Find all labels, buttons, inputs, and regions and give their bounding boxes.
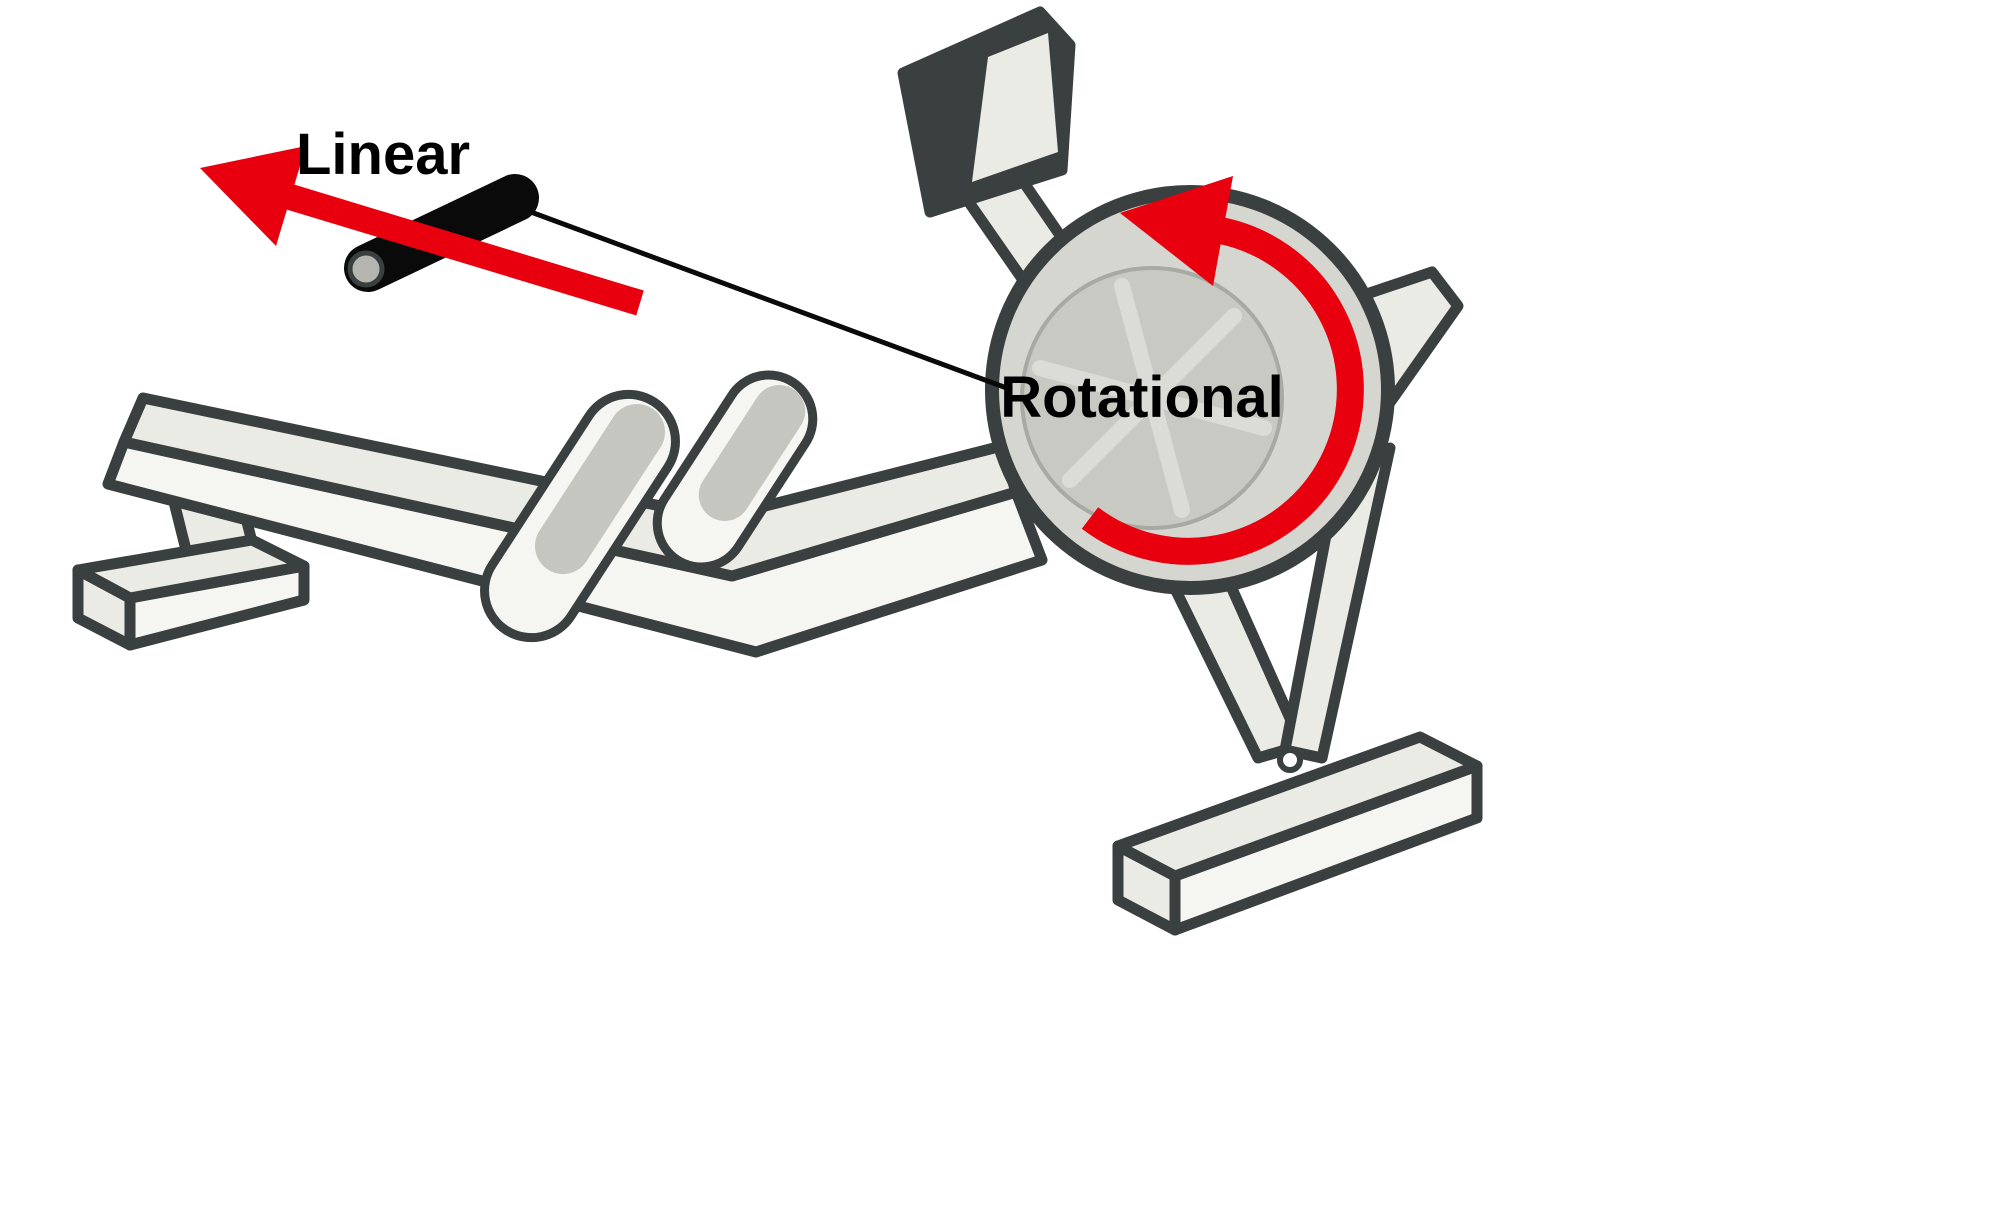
bolt-hole: [1277, 747, 1303, 773]
linear-label: Linear: [296, 122, 470, 187]
right-pedal-pad: [698, 385, 806, 521]
monitor-face: [972, 33, 1058, 182]
handle-end-cap: [347, 250, 385, 288]
rotational-arrowhead: [1120, 176, 1233, 286]
rotational-arrow-icon: [1081, 176, 1364, 565]
rotational-label: Rotational: [1000, 365, 1284, 430]
flywheel-spoke: [1062, 308, 1242, 488]
left-foot-top: [72, 534, 310, 604]
foot-pedals: [480, 370, 818, 643]
right-foot-top: [1112, 731, 1483, 882]
linear-arrow-shaft: [283, 183, 644, 316]
flywheel: [985, 185, 1395, 595]
chain: [511, 202, 1013, 393]
linear-arrow-icon: [200, 146, 644, 316]
left-pedal-pad: [534, 403, 666, 575]
linear-arrowhead: [200, 146, 306, 246]
rotational-arrow-arc: [1081, 216, 1364, 565]
